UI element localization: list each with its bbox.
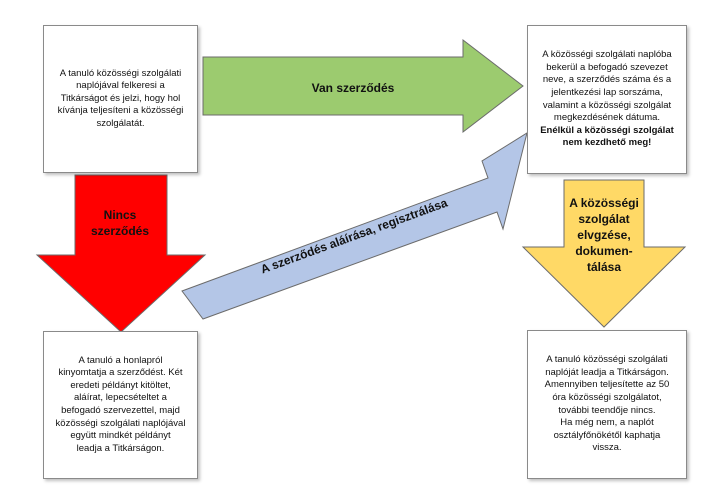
step-box-bottom-right: A tanuló közösségi szolgálati naplóját l…: [527, 330, 687, 479]
step-box-top-left: A tanuló közösségi szolgálati naplójával…: [43, 25, 198, 173]
label-kozossegi-szolgalat: A közösségi szolgálat elvgzése, dokumen-…: [569, 196, 639, 274]
step-box-bottom-left: A tanuló a honlapról kinyomtatja a szerz…: [43, 331, 198, 479]
step-text-top-left: A tanuló közösségi szolgálati naplójával…: [57, 67, 184, 129]
arrow-van-szerzodes: [202, 38, 524, 134]
step-text-bottom-left: A tanuló a honlapról kinyomtatja a szerz…: [55, 354, 186, 454]
arrow-szerzodes-alairasa: [181, 131, 528, 320]
step-text-top-right: A közösségi szolgálati naplóba bekerül a…: [542, 49, 672, 124]
label-nincs-szerzodes: Nincs szerződés: [90, 208, 150, 238]
step-text-bottom-right: A tanuló közösségi szolgálati naplóját l…: [544, 354, 670, 454]
arrow-kozossegi-szolgalat: [521, 179, 687, 328]
arrow-nincs-szerzodes: [35, 174, 207, 333]
label-van-szerzodes: Van szerződés: [311, 81, 395, 95]
step-warning-top-right: Enélkül a közösségi szolgálat nem kezdhe…: [540, 124, 674, 149]
step-box-top-right: A közösségi szolgálati naplóba bekerül a…: [527, 25, 687, 174]
